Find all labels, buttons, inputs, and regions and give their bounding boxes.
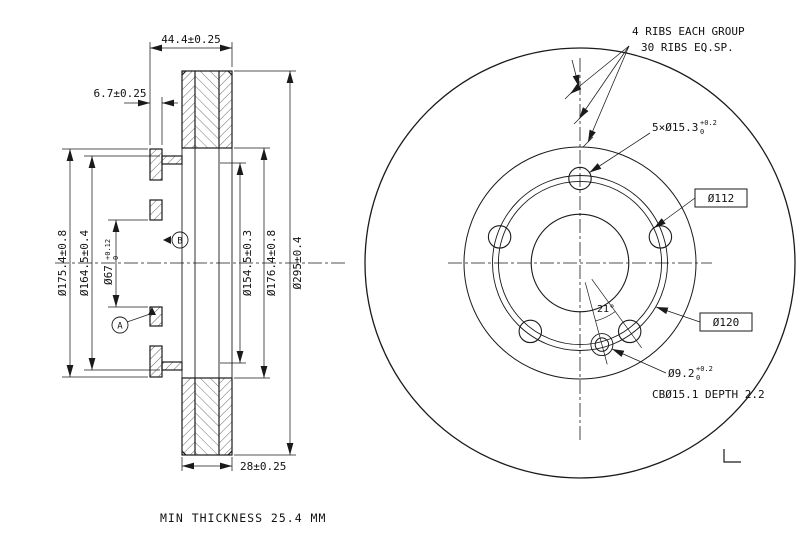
- dim-small-hole: Ø9.2: [668, 367, 695, 380]
- friction-inner-circle: [463, 146, 697, 380]
- rib-leaders: [564, 45, 630, 148]
- section-dimension-lines: [62, 42, 296, 471]
- bolt-hole: [487, 225, 512, 249]
- bolt-holes-label: 5×Ø15.3 +0.2 0: [589, 119, 717, 173]
- dim-inner-contact: Ø154.5±0.3: [241, 230, 254, 296]
- small-hole-circle: [594, 337, 610, 352]
- dim-bolt-tol-lower: 0: [700, 128, 704, 136]
- front-circles: [364, 47, 796, 479]
- angle-construction: [584, 278, 642, 365]
- pcd-112-label: Ø112: [653, 188, 748, 229]
- dim-bore-tol-lower: 0: [112, 256, 120, 260]
- section-view: 44.4±0.25 6.7±0.25 Ø175.4±0.8 Ø164.5±0.4…: [55, 33, 345, 473]
- dim-bore-tol-upper: +0.12: [104, 239, 112, 260]
- counterbore-circle: [590, 333, 614, 357]
- dim-counterbore: CBØ15.1 DEPTH 2.2: [652, 388, 765, 401]
- section-outline: [149, 70, 233, 456]
- datum-b: B: [163, 231, 189, 249]
- note-ribs-groups: 4 RIBS EACH GROUP: [632, 25, 745, 38]
- dim-angle: 21°: [597, 304, 615, 315]
- dim-flange-od: Ø175.4±0.8: [56, 230, 69, 296]
- pcd-120-circle: [492, 175, 668, 351]
- small-hole-label: Ø9.2 +0.2 0 CBØ15.1 DEPTH 2.2: [611, 348, 765, 401]
- bolt-hole: [518, 319, 543, 344]
- dim-bolt-tol-upper: +0.2: [700, 119, 717, 127]
- dim-hole-tol-upper: +0.2: [696, 365, 713, 373]
- outer-diameter-circle: [364, 47, 796, 479]
- datum-a: A: [111, 307, 156, 334]
- bolt-hole: [617, 319, 642, 344]
- pcd-120-label: Ø120: [655, 306, 753, 332]
- datum-b-label: B: [177, 237, 182, 247]
- note-ribs-spacing: 30 RIBS EQ.SP.: [641, 41, 734, 54]
- dim-pcd-112: Ø112: [708, 192, 735, 205]
- datum-a-label: A: [117, 322, 123, 332]
- front-view: 21° 4 RIBS EACH GROUP 30 RIBS EQ.SP. 5×Ø…: [364, 25, 796, 479]
- center-bore-circle: [530, 213, 630, 313]
- section-hatching: [150, 71, 232, 455]
- dim-hat-od: Ø164.5±0.4: [78, 230, 91, 297]
- corner-mark: [723, 449, 741, 463]
- section-inner-edges: [181, 148, 233, 378]
- bolt-hole: [568, 166, 592, 191]
- dim-hole-tol-lower: 0: [696, 374, 700, 382]
- min-thickness-note: MIN THICKNESS 25.4 MM: [160, 511, 326, 525]
- pcd-112-circle: [497, 180, 663, 346]
- dim-total-width: 44.4±0.25: [161, 33, 221, 46]
- dim-ring-width: 28±0.25: [240, 460, 286, 473]
- dim-flange-thickness: 6.7±0.25: [94, 87, 147, 100]
- dim-friction-id: Ø176.4±0.8: [265, 230, 278, 296]
- dim-bore-group: Ø67 +0.12 0: [102, 239, 120, 285]
- dim-bolt-holes: 5×Ø15.3: [652, 121, 698, 134]
- dim-bore: Ø67: [102, 265, 115, 285]
- dim-outer-diameter: Ø295±0.4: [291, 236, 304, 289]
- front-centerlines: [448, 58, 712, 442]
- dim-pcd-120: Ø120: [713, 316, 740, 329]
